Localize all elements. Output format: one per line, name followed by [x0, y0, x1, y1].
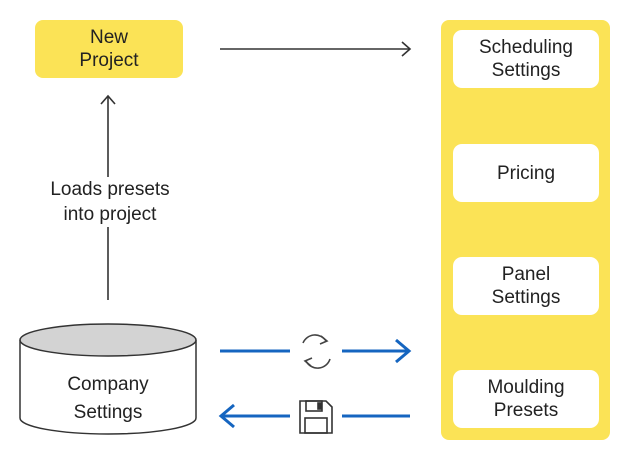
settings-card-panel: Panel Settings	[453, 257, 599, 315]
card-line2: Presets	[493, 400, 559, 421]
settings-card-pricing: Pricing	[453, 144, 599, 202]
new-project-line2: Project	[79, 50, 139, 71]
db-label-line2: Settings	[73, 402, 143, 423]
new-project-box: New Project	[35, 20, 183, 78]
load-label-line1: Loads presets	[50, 179, 170, 200]
card-line1: Pricing	[496, 162, 556, 184]
card-line1: Scheduling	[478, 37, 574, 58]
new-project-line1: New	[89, 27, 128, 48]
sync-arrow	[220, 338, 412, 364]
load-presets-label: Loads presets into project	[30, 177, 190, 227]
floppy-disk-icon	[299, 400, 333, 434]
card-line1: Moulding	[487, 377, 565, 398]
create-arrow	[220, 41, 412, 57]
company-settings-label: Company Settings	[20, 371, 196, 427]
card-line2: Settings	[491, 287, 561, 308]
sync-icon	[302, 334, 331, 369]
settings-card-moulding: Moulding Presets	[453, 370, 599, 428]
load-label-line2: into project	[63, 204, 157, 225]
card-line1: Panel	[501, 264, 551, 285]
settings-card-scheduling: Scheduling Settings	[453, 30, 599, 88]
card-line2: Settings	[491, 60, 561, 81]
save-arrow	[218, 403, 410, 429]
database-cylinder	[19, 323, 197, 435]
settings-panel: Scheduling Settings Pricing Panel Settin…	[441, 20, 610, 440]
db-label-line1: Company	[67, 374, 149, 395]
